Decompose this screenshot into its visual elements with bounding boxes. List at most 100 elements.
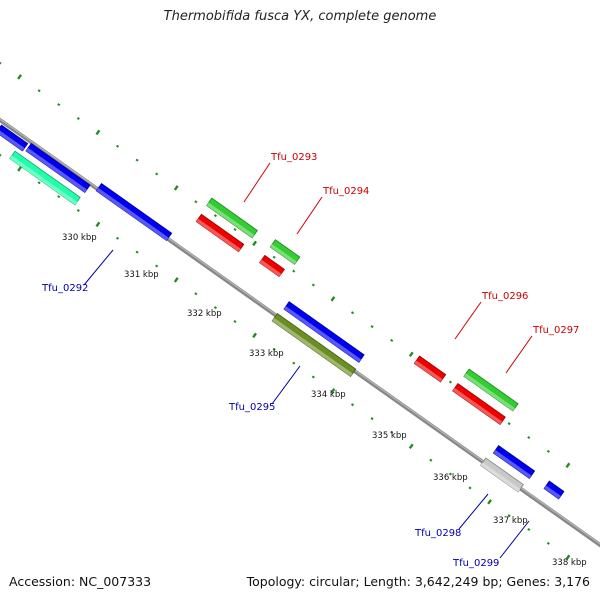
guide-dot [448,380,452,384]
guide-dot [0,153,2,157]
gene-feature [195,213,245,253]
gene-label: Tfu_0298 [414,528,461,539]
topology-text: Topology: circular; Length: 3,642,249 bp… [246,574,590,589]
gene-feature-highlight [9,155,78,205]
guide-dot [194,200,198,204]
tick-label: 333 kbp [249,349,284,359]
tick-label: 331 kbp [124,270,159,280]
guide-dot [76,208,80,212]
guide-dot [173,185,179,191]
gene-feature-highlight [259,259,282,277]
gene-label: Tfu_0294 [322,186,369,197]
guide-dot [115,236,120,240]
guide-dot [292,361,296,365]
guide-dot [507,422,511,426]
gene-feature-highlight [26,147,87,193]
guide-dot [194,292,198,296]
guide-dot [330,388,336,394]
gene-feature-highlight [463,373,515,411]
label-leader-line [296,196,323,235]
guide-dot [95,129,101,136]
label-leader-line [454,301,482,340]
tick-label: 330 kbp [62,233,97,243]
feature-layer [0,124,565,500]
guide-dot [57,195,61,199]
guide-dot [311,375,315,379]
guide-dot [565,462,571,469]
guide-dot [155,172,159,176]
guide-dot [272,347,276,351]
guide-dot [429,458,433,462]
guide-dot [546,449,550,453]
guide-dot [213,306,217,310]
guide-dot [370,417,374,421]
gene-label: Tfu_0293 [270,152,317,163]
gene-feature [9,150,81,206]
guide-dot [350,403,355,407]
guide-dot [311,283,315,287]
guide-dot [95,221,101,228]
gene-feature-highlight [270,244,297,265]
gene-feature-highlight [480,462,521,492]
dotted-guide-lines [0,61,571,561]
label-leader-line [271,365,301,405]
gene-label: Tfu_0299 [452,558,499,569]
guide-dot [173,277,179,283]
gene-feature-highlight [206,202,255,238]
guide-dot [115,144,120,148]
label-leader-line [499,520,530,559]
guide-dot [390,338,394,342]
guide-dot [252,240,258,247]
guide-dot [252,332,258,339]
gene-feature-highlight [0,130,25,151]
guide-dot [17,74,23,80]
guide-dot [527,528,531,532]
guide-dot [292,269,296,273]
guide-dot [233,319,237,323]
tick-label: 337 kbp [493,516,528,526]
guide-dot [408,443,414,450]
gene-feature-highlight [272,318,353,377]
guide-dot [448,472,452,476]
gene-feature-highlight [493,450,532,479]
guide-dot [57,103,61,107]
gene-feature [413,355,447,383]
guide-dot [487,499,493,505]
gene-feature-highlight [544,485,561,499]
guide-dot [330,296,336,302]
tick-label: 335 kbp [372,431,407,441]
gene-label: Tfu_0297 [532,325,579,336]
label-leader-line [83,249,114,286]
tick-label: 332 kbp [187,309,222,319]
gene-feature-highlight [452,388,503,425]
guide-dot [390,430,394,434]
guide-dot [370,325,374,329]
guide-dot [76,116,80,120]
guide-dot [565,554,571,561]
label-leader-line [458,493,489,530]
gene-feature-highlight [283,306,361,363]
guide-dot [37,89,41,93]
guide-dot [527,436,531,440]
gene-feature [452,383,506,425]
tick-label: 334 kbp [311,390,346,400]
guide-dot [507,514,511,518]
guide-dot [213,214,217,218]
guide-dot [17,166,23,172]
accession-text: Accession: NC_007333 [9,574,152,589]
gene-feature-highlight [196,218,241,252]
gene-feature-highlight [96,187,169,241]
guide-dot [350,311,355,315]
guide-dot [272,255,276,259]
label-leader-line [243,162,271,203]
tick-labels: 330 kbp 331 kbp 332 kbp 333 kbp 334 kbp 335 k… [62,233,587,568]
map-title: Thermobifida fusca YX, complete genome [163,9,437,24]
gene-labels: Tfu_0292Tfu_0293Tfu_0294Tfu_0295Tfu_0296… [41,152,579,569]
guide-dot [135,158,139,162]
guide-dot [155,264,159,268]
guide-dot [37,181,41,185]
guide-dot [408,351,414,358]
gene-label: Tfu_0295 [228,402,275,413]
guide-dot [468,486,472,490]
